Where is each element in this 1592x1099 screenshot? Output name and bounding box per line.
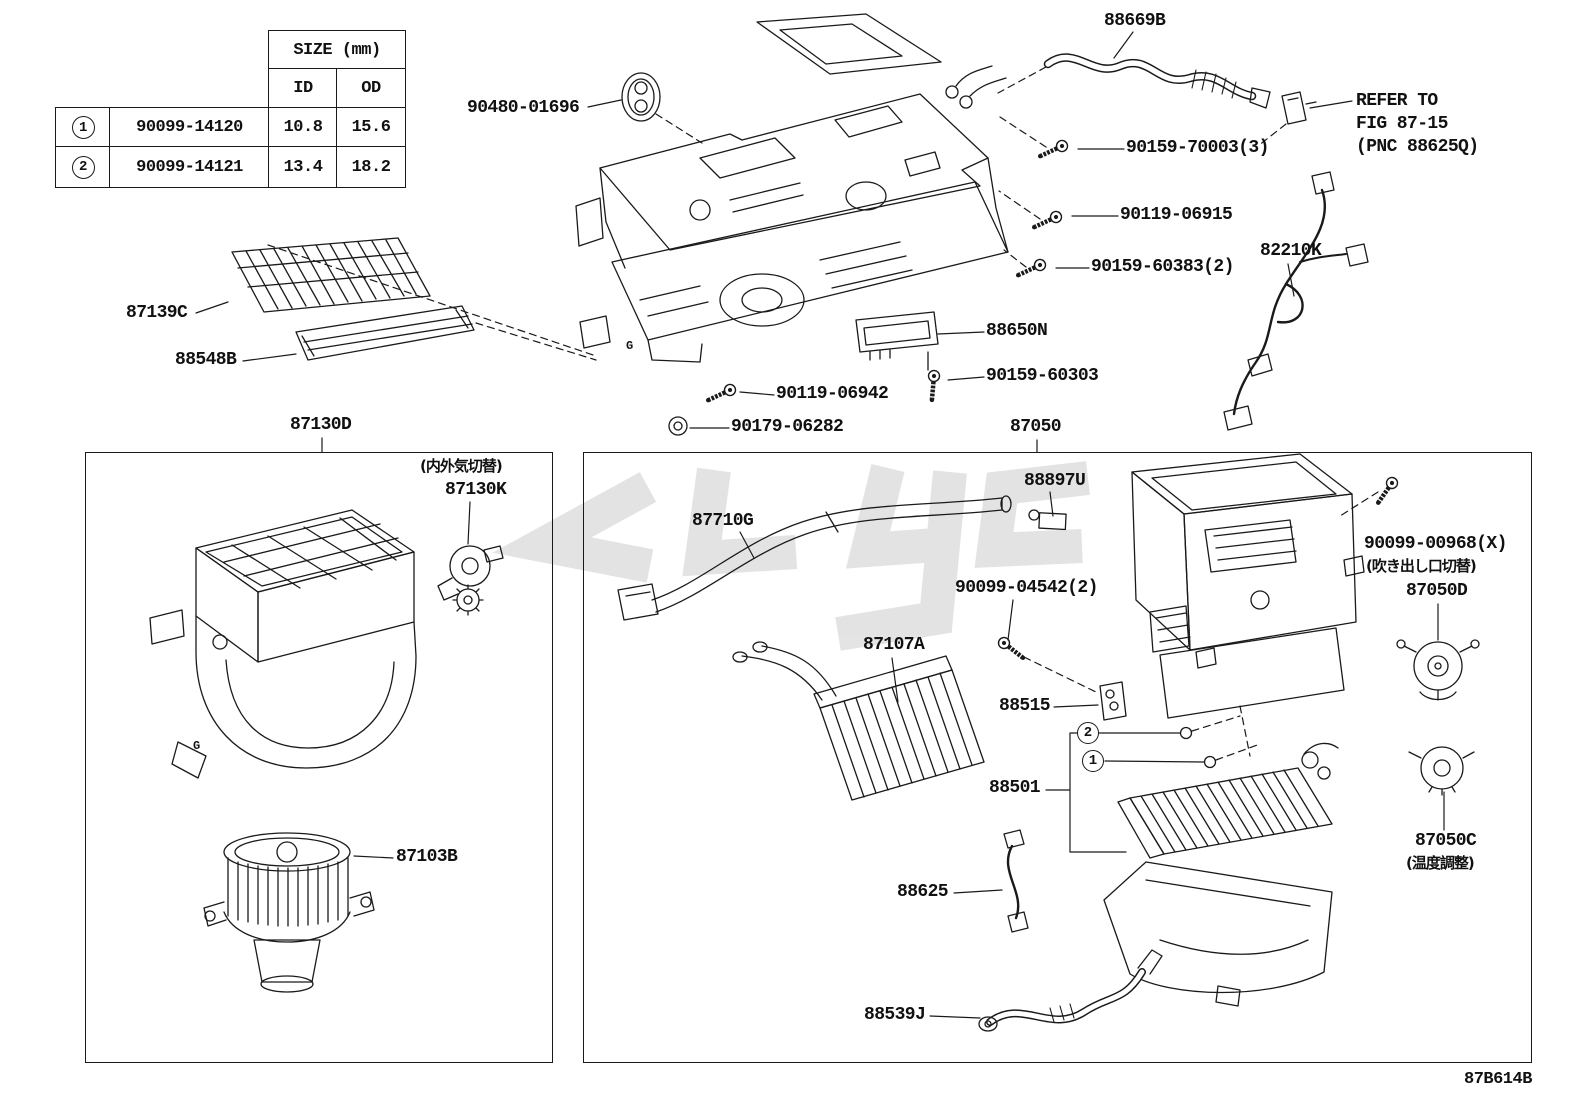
heater-core-87107A <box>732 641 985 801</box>
watermark <box>492 461 1090 651</box>
callout-90099-00968: 90099-00968(X) <box>1364 534 1507 554</box>
callout-88669B: 88669B <box>1104 11 1166 31</box>
callout-88501: 88501 <box>989 778 1041 798</box>
marker-circled-1: 1 <box>1082 750 1104 772</box>
callout-90099-04542: 90099-04542(2) <box>955 578 1098 598</box>
callout-90179-06282: 90179-06282 <box>731 417 844 437</box>
size-table-col-od: OD <box>336 68 406 109</box>
callout-88650N: 88650N <box>986 321 1048 341</box>
cabin-filter-87139C <box>231 237 431 313</box>
circled-number: 2 <box>71 155 95 179</box>
cooling-unit-frame <box>583 452 1532 1063</box>
filter-cover-88548B <box>295 305 475 361</box>
screw-90119-06915 <box>1032 210 1063 232</box>
drain-hose-88539J <box>978 949 1163 1032</box>
size-table-row1-part: 90099-14120 <box>109 107 270 148</box>
g-marker: G <box>193 739 201 753</box>
blower-case-87130D <box>149 509 417 779</box>
drawing-code: 87B614B <box>1464 1070 1532 1089</box>
thermistor-wire-88625 <box>1003 829 1029 933</box>
callout-90119-06942: 90119-06942 <box>776 384 889 404</box>
amplifier-88650N <box>855 311 939 371</box>
note-temp-adjust-jp: (温度調整) <box>1406 854 1475 872</box>
marker-circled-2: 2 <box>1077 722 1099 744</box>
screw-90159-60383 <box>1016 258 1047 280</box>
callout-90159-60303: 90159-60303 <box>986 366 1099 386</box>
servo-motor-87050D <box>1396 639 1480 701</box>
grommet-90480-01696 <box>621 72 661 122</box>
connector-refer-to <box>1281 91 1317 125</box>
g-marker: G <box>626 339 634 353</box>
callout-88625: 88625 <box>897 882 949 902</box>
servo-motor-87050C <box>1408 746 1475 796</box>
callout-88897U: 88897U <box>1024 471 1086 491</box>
callout-87103B: 87103B <box>396 847 458 867</box>
callout-87710G: 87710G <box>692 511 754 531</box>
bolt-90119-06942 <box>706 383 737 405</box>
wire-harness-82210K <box>1223 171 1369 431</box>
heater-pipes-87710G <box>617 495 1012 621</box>
water-hose-88669B <box>1043 53 1271 109</box>
callout-88548B: 88548B <box>175 350 237 370</box>
callout-87139C: 87139C <box>126 303 188 323</box>
note-refer-to-line1: REFER TO <box>1356 91 1438 111</box>
sensor-88897U <box>1028 509 1067 531</box>
screw-90159-60303 <box>926 370 940 400</box>
cooler-lower-case <box>1103 861 1333 1007</box>
hvac-main-assembly <box>575 13 1009 363</box>
note-intake-switch-jp: (内外気切替) <box>420 457 503 475</box>
callout-90159-60383: 90159-60383(2) <box>1091 257 1234 277</box>
callout-87130D: 87130D <box>290 415 352 435</box>
servo-motor-87130K <box>437 545 504 616</box>
leader-lines <box>195 31 1445 1019</box>
size-table-row1-id: 10.8 <box>268 107 338 148</box>
screw-90159-70003 <box>1038 139 1069 161</box>
callout-90159-70003: 90159-70003(3) <box>1126 138 1269 158</box>
callout-82210K: 82210K <box>1260 241 1322 261</box>
size-table-row2-id: 13.4 <box>268 146 338 188</box>
callout-87107A: 87107A <box>863 635 925 655</box>
cooler-case-87050 <box>1131 453 1365 719</box>
size-table-col-id: ID <box>268 68 338 109</box>
callout-90480-01696: 90480-01696 <box>467 98 580 118</box>
expansion-valve-88515 <box>1099 681 1127 721</box>
size-table-row1-od: 15.6 <box>336 107 406 148</box>
size-table-title: SIZE (mm) <box>268 30 406 70</box>
callout-87050: 87050 <box>1010 417 1062 437</box>
callout-87130K: 87130K <box>445 480 507 500</box>
size-table-row2-od: 18.2 <box>336 146 406 188</box>
callout-87050D: 87050D <box>1406 581 1468 601</box>
size-table-row2-part: 90099-14121 <box>109 146 270 188</box>
callout-88515: 88515 <box>999 696 1051 716</box>
circled-number: 1 <box>71 116 95 139</box>
callout-90119-06915: 90119-06915 <box>1120 205 1233 225</box>
blower-unit-frame <box>85 452 553 1063</box>
dashed-reference-lines <box>267 66 1379 761</box>
size-table-row1-index: 1 <box>55 107 111 148</box>
size-table-row2-index: 2 <box>55 146 111 188</box>
note-outlet-switch-jp: (吹き出し口切替) <box>1366 557 1477 575</box>
blower-motor-87103B <box>203 832 375 993</box>
grommet-90179-06282 <box>668 416 688 436</box>
callout-87050C: 87050C <box>1415 831 1477 851</box>
evaporator-88501 <box>1117 742 1339 859</box>
note-refer-to-line2: FIG 87-15 <box>1356 114 1448 134</box>
callout-88539J: 88539J <box>864 1005 926 1025</box>
note-refer-to-line3: (PNC 88625Q) <box>1356 137 1479 157</box>
